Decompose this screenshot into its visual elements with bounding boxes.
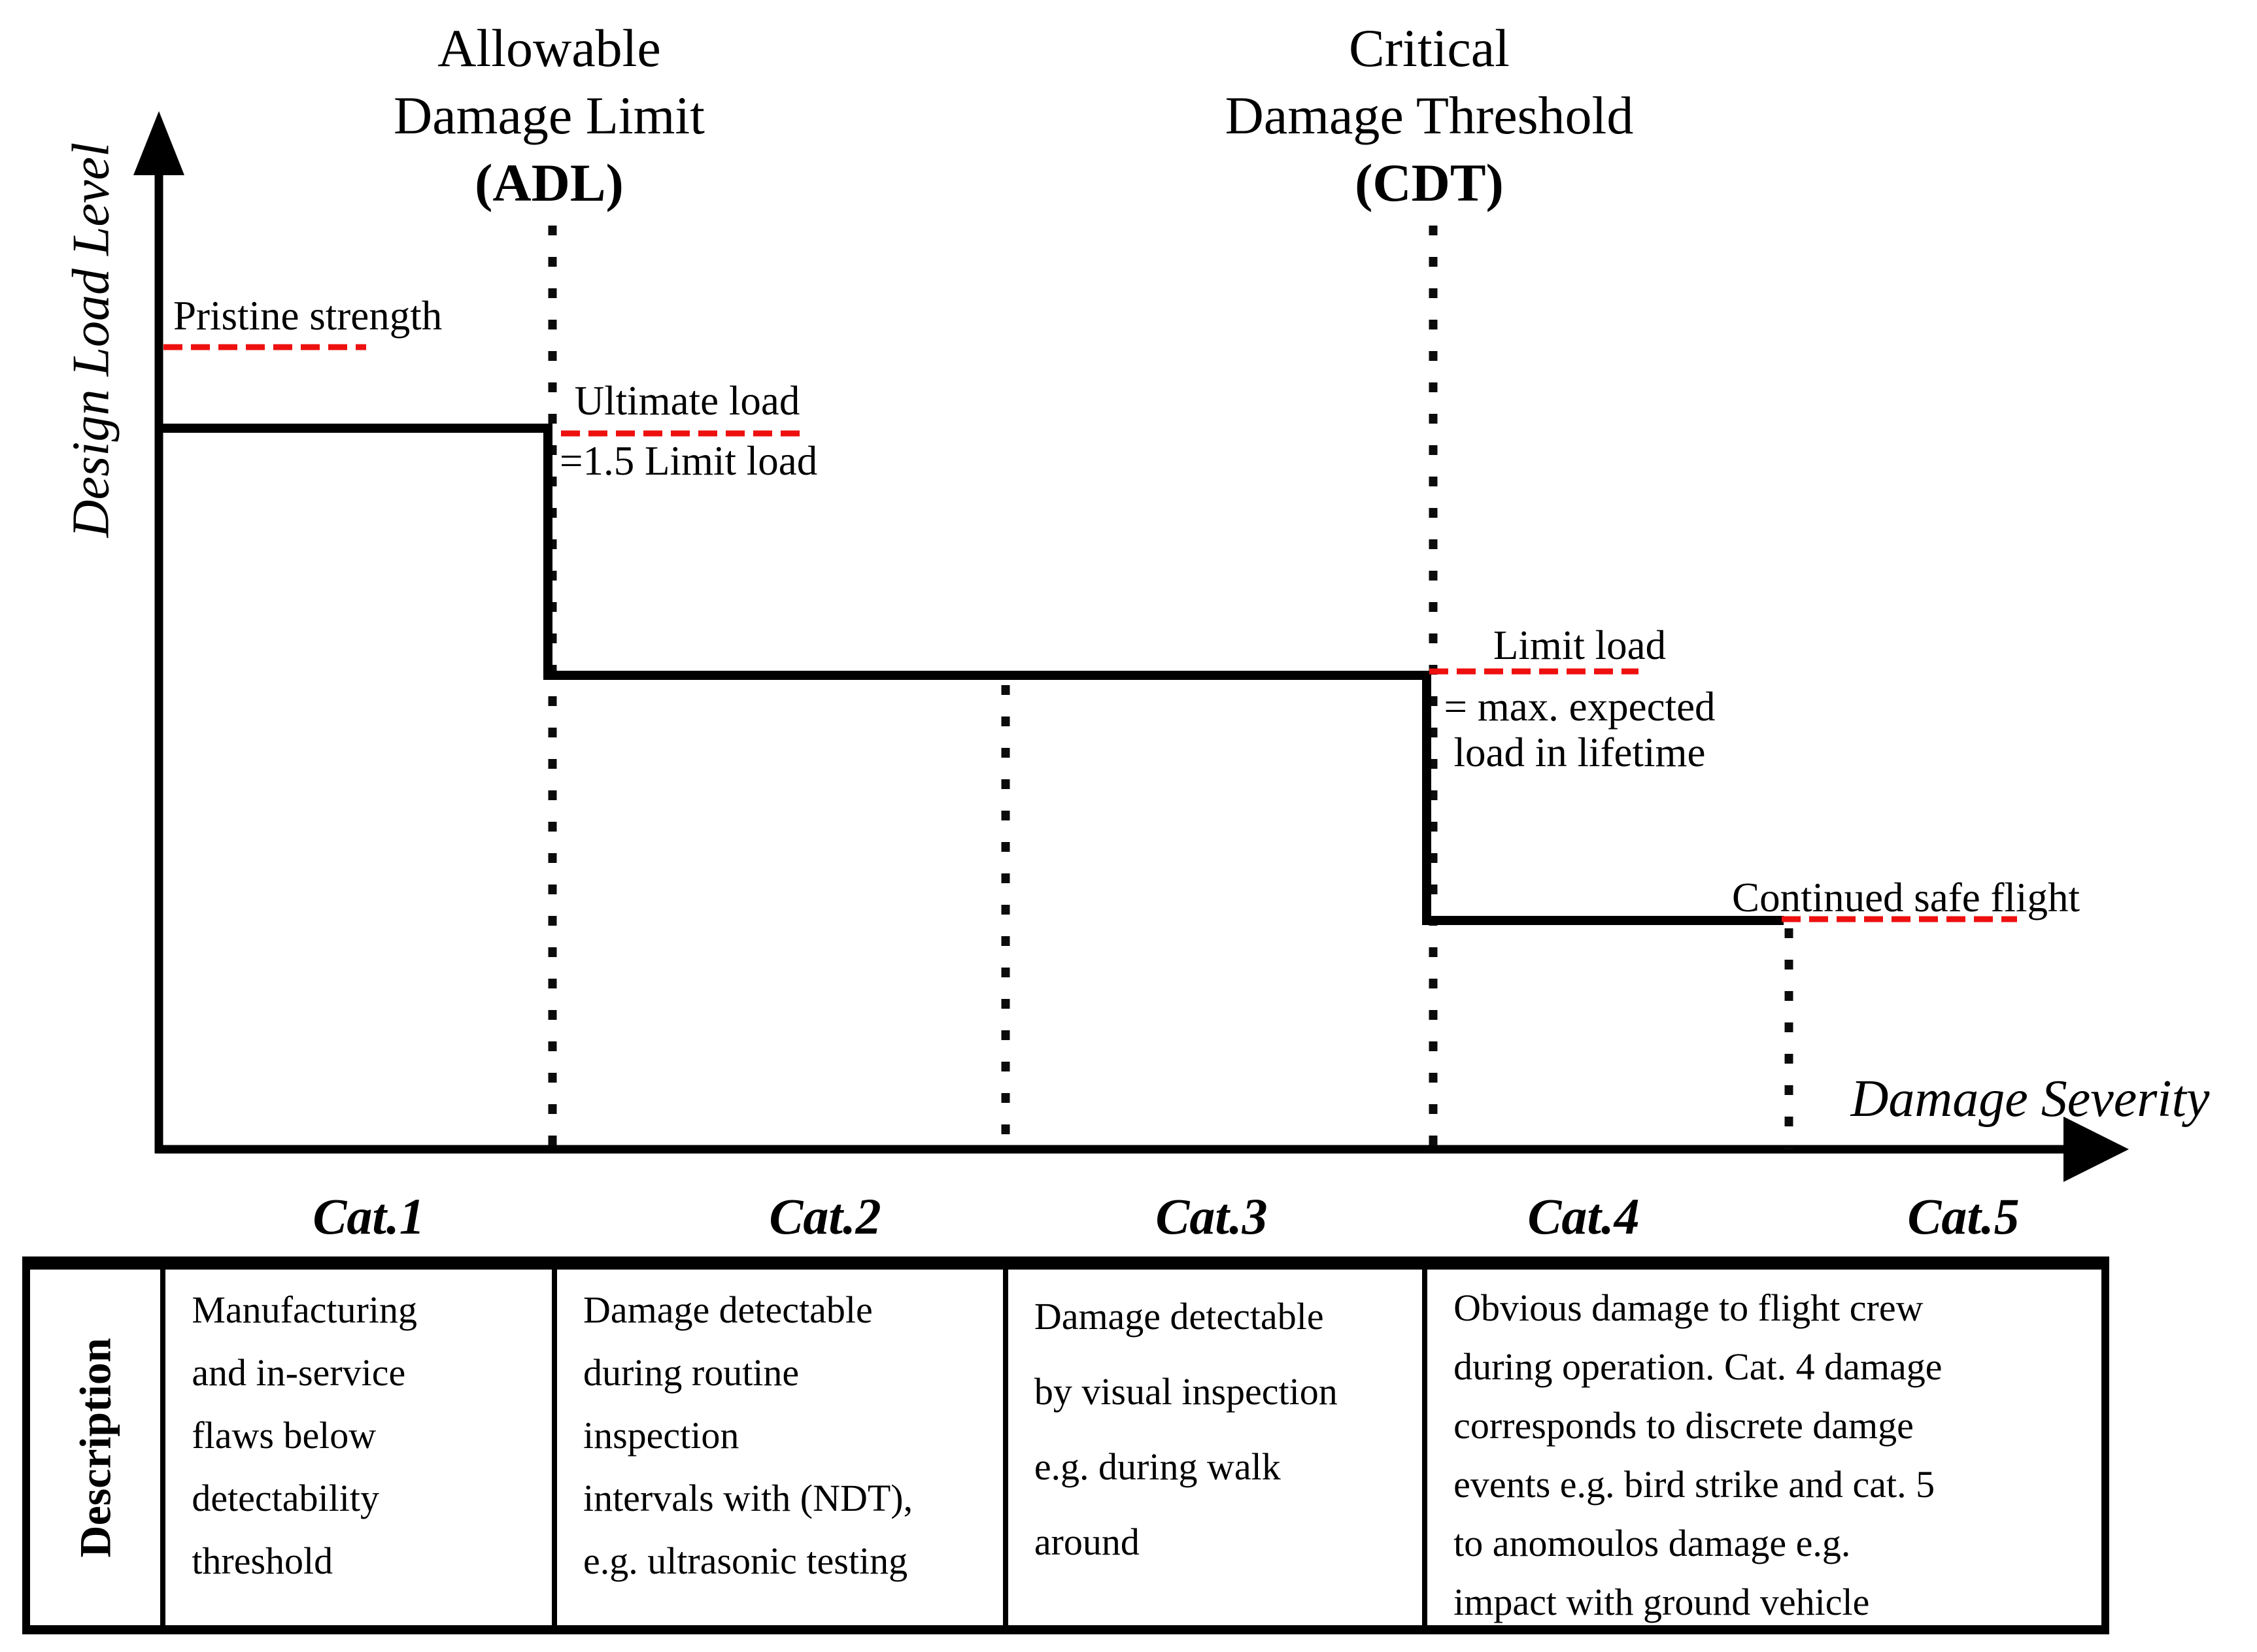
category-label-cat4: Cat.4	[1527, 1188, 1640, 1245]
adl-title-line1: Allowable	[437, 18, 661, 78]
continued-safe-flight-label: Continued safe flight	[1732, 875, 2080, 920]
category-description-table: Description Manufacturing and in-service…	[22, 1256, 2109, 1634]
table-row-header-label: Description	[70, 1337, 120, 1558]
adl-title-line3: (ADL)	[475, 153, 624, 212]
load-level-step-line	[159, 424, 1784, 925]
ultimate-load-label-line2: =1.5 Limit load	[560, 438, 818, 484]
adl-title-line2: Damage Limit	[394, 86, 705, 145]
cdt-title-line1: Critical	[1349, 18, 1510, 78]
limit-load-label-line3: load in lifetime	[1453, 730, 1706, 775]
cdt-title-line2: Damage Threshold	[1225, 86, 1634, 145]
pristine-strength-label: Pristine strength	[173, 293, 443, 339]
table-cell-cat2: Damage detectable during routine inspect…	[551, 1270, 1003, 1625]
adl-title: Allowable Damage Limit (ADL)	[288, 14, 811, 216]
cdt-title-line3: (CDT)	[1355, 153, 1504, 212]
limit-load-label-line2: = max. expected	[1444, 684, 1716, 730]
table-cell-cat1: Manufacturing and in-service flaws below…	[160, 1270, 552, 1625]
ultimate-load-label: Ultimate load =1.5 Limit load	[560, 378, 818, 484]
table-cell-cat3: Damage detectable by visual inspection e…	[1002, 1270, 1422, 1625]
category-label-cat2: Cat.2	[769, 1188, 881, 1245]
category-label-cat1: Cat.1	[313, 1188, 425, 1245]
load-severity-diagram	[133, 111, 2129, 1182]
table-cell-cat4-cat5: Obvious damage to flight crew during ope…	[1422, 1270, 2101, 1625]
limit-load-label: Limit load = max. expected load in lifet…	[1429, 622, 1730, 775]
category-label-cat5: Cat.5	[1907, 1188, 2020, 1245]
limit-load-label-line1: Limit load	[1493, 622, 1667, 668]
x-axis-label: Damage Severity	[1850, 1070, 2210, 1128]
y-axis-label: Design Load Level	[62, 142, 120, 538]
table-row-header-cell: Description	[30, 1270, 160, 1625]
x-axis-arrowhead-icon	[2063, 1117, 2129, 1182]
y-axis-arrowhead-icon	[133, 111, 184, 175]
cdt-title: Critical Damage Threshold (CDT)	[1168, 14, 1691, 216]
ultimate-load-label-line1: Ultimate load	[574, 378, 800, 424]
category-label-cat3: Cat.3	[1155, 1188, 1268, 1245]
